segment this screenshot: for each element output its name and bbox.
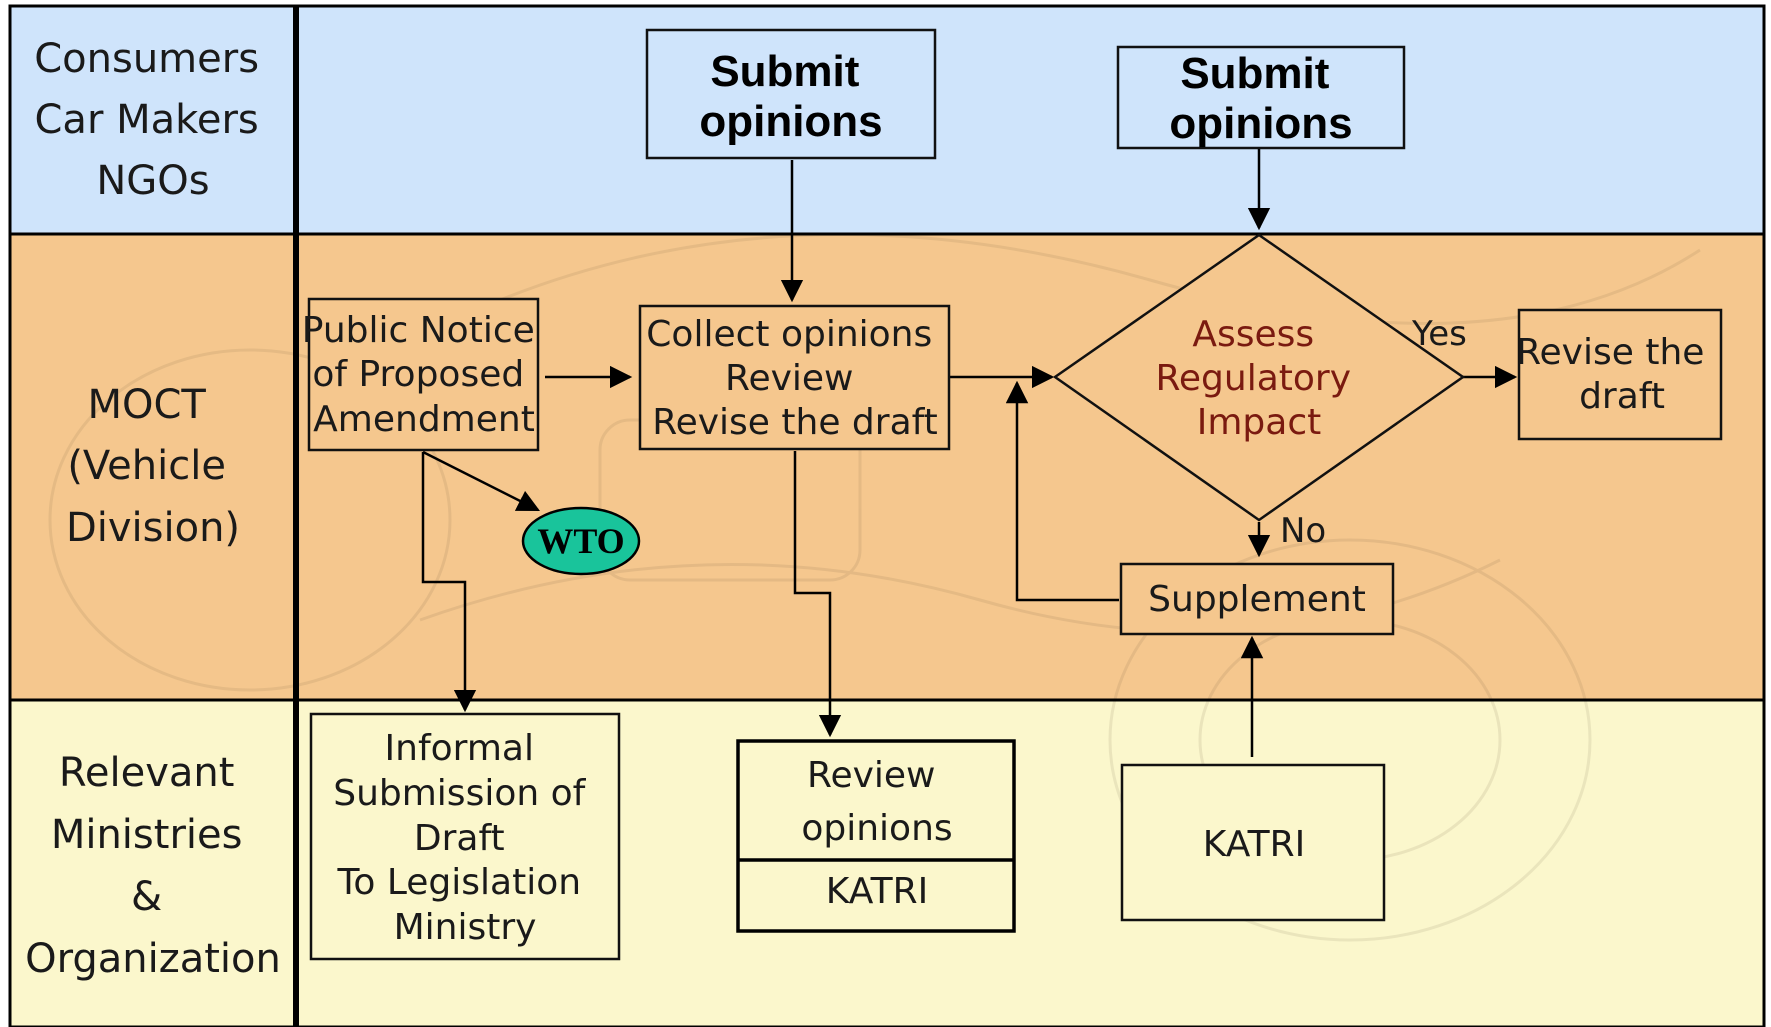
svg-text:Collect opinions Review: Collect opinions Review Revise the draft xyxy=(646,314,943,443)
svg-text:Submit opinions: Submit opinions xyxy=(1169,49,1352,148)
node-wto: WTO xyxy=(521,506,641,576)
lane-label-consumers: Consumers Car Makers NGOs xyxy=(34,36,272,204)
node-collect-opinions: Collect opinions Review Revise the draft xyxy=(638,304,951,451)
diagram-frame xyxy=(8,4,1766,1027)
edge-collect-review xyxy=(793,451,842,738)
svg-text:Informal Submission of: Informal Submission of Draft To Legislat… xyxy=(333,728,597,948)
node-submit-opinions-1: Submit opinions xyxy=(645,28,937,160)
lane-label-ministries: Relevant Ministries & Organization xyxy=(25,750,281,982)
node-supplement: Supplement xyxy=(1119,562,1395,636)
node-revise-draft: Revise the draft xyxy=(1516,308,1723,441)
node-review-opinions: Review opinions KATRI xyxy=(736,739,1016,933)
node-review-opinions-katri: KATRI xyxy=(826,871,928,912)
lane-label-moct: MOCT (Vehicle Division) xyxy=(66,382,240,551)
node-public-notice: Public Notice of Proposed Amendment xyxy=(302,297,546,452)
svg-text:Supplement: Supplement xyxy=(1148,579,1366,620)
svg-text:Public Notice of Propose: Public Notice of Proposed Amendment xyxy=(302,310,546,440)
edge-label-yes: Yes xyxy=(1411,314,1467,354)
edge-notice-informal xyxy=(421,452,477,713)
svg-text:Submit opinions: Submit opinions xyxy=(699,47,882,146)
node-submit-opinions-2: Submit opinions xyxy=(1116,45,1406,150)
edge-label-no: No xyxy=(1280,511,1326,551)
svg-text:Assess Regulatory: Assess Regulatory Impact xyxy=(1156,314,1363,443)
node-katri: KATRI xyxy=(1120,763,1386,922)
lane-moct-bg xyxy=(10,234,1764,700)
edge-notice-wto xyxy=(422,450,541,512)
svg-text:KATRI: KATRI xyxy=(1203,824,1305,865)
svg-text:WTO: WTO xyxy=(537,521,624,561)
svg-text:Revise the draft: Revise the draft xyxy=(1516,332,1716,417)
node-informal-submission: Informal Submission of Draft To Legislat… xyxy=(309,712,621,961)
svg-text:Review opinions: Review opinions xyxy=(801,755,952,849)
edge-supplement-loop xyxy=(1005,380,1119,602)
node-assess-regulatory-impact: Assess Regulatory Impact xyxy=(1052,233,1466,522)
